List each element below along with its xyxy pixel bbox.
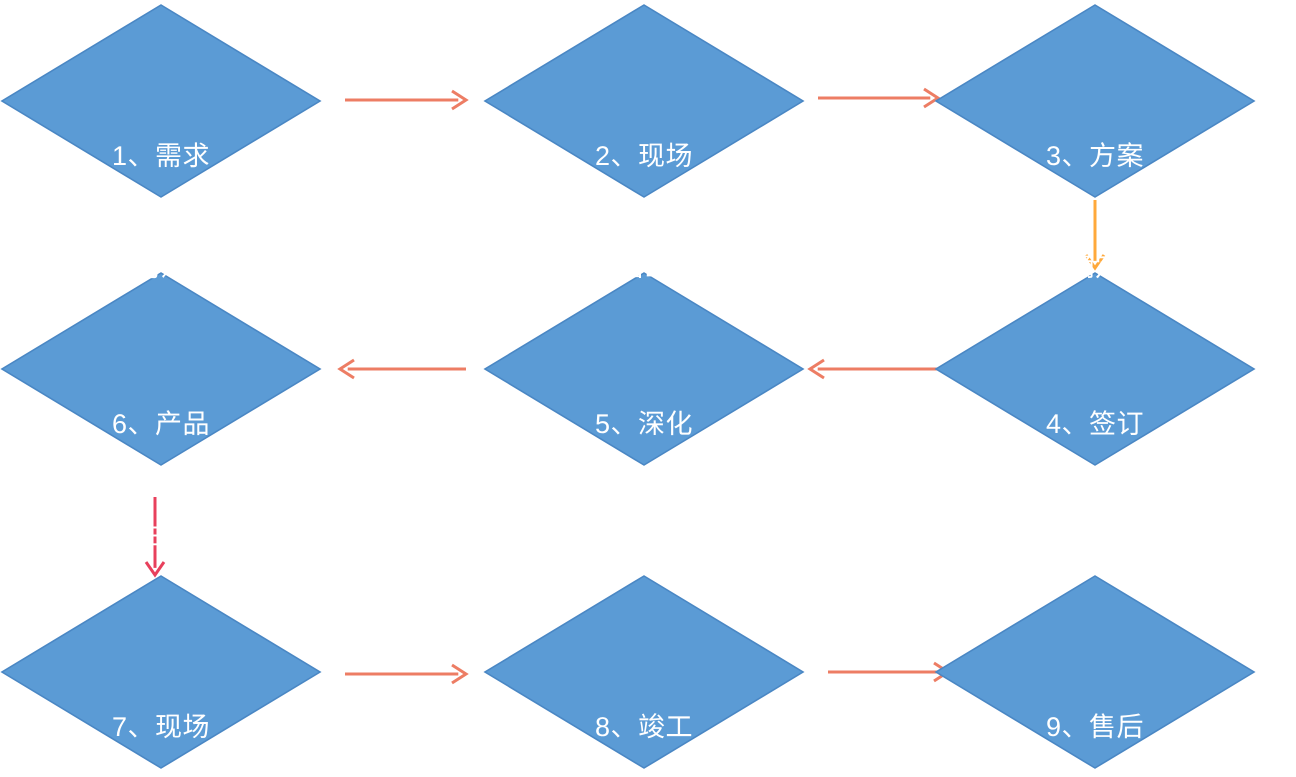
flow-node-shape-after-sales-service[interactable] <box>934 575 1256 769</box>
arrow-7-to-8-head <box>451 663 469 685</box>
arrow-3-to-4 <box>1084 200 1106 271</box>
arrow-1-to-2-head <box>451 89 469 111</box>
arrow-1-to-2 <box>345 89 469 111</box>
flow-node-shape-completion-acceptance[interactable] <box>483 575 805 769</box>
arrow-2-to-3-head <box>923 87 941 109</box>
arrow-5-to-6-head <box>337 358 355 380</box>
connectors-layer <box>144 87 1106 685</box>
arrow-8-to-9 <box>828 661 951 683</box>
arrow-6-to-7 <box>144 497 166 578</box>
arrow-4-to-5-head <box>807 358 825 380</box>
flow-node-shape-detailed-design[interactable] <box>483 272 805 466</box>
arrow-4-to-5 <box>807 358 938 380</box>
arrow-2-to-3 <box>818 87 941 109</box>
flow-node-shape-requirement-communication[interactable] <box>0 4 322 198</box>
arrow-3-to-4-head <box>1084 254 1106 271</box>
nodes-layer <box>0 4 1256 769</box>
flow-node-shape-plan-confirmation[interactable] <box>934 4 1256 198</box>
arrow-6-to-7-head <box>144 561 166 578</box>
arrow-7-to-8 <box>345 663 469 685</box>
flow-node-shape-product-manufacturing[interactable] <box>0 272 322 466</box>
flow-node-shape-sign-contract[interactable] <box>934 272 1256 466</box>
flow-node-shape-onsite-construction[interactable] <box>0 575 322 769</box>
arrow-5-to-6 <box>337 358 466 380</box>
flow-node-shape-site-survey[interactable] <box>483 4 805 198</box>
